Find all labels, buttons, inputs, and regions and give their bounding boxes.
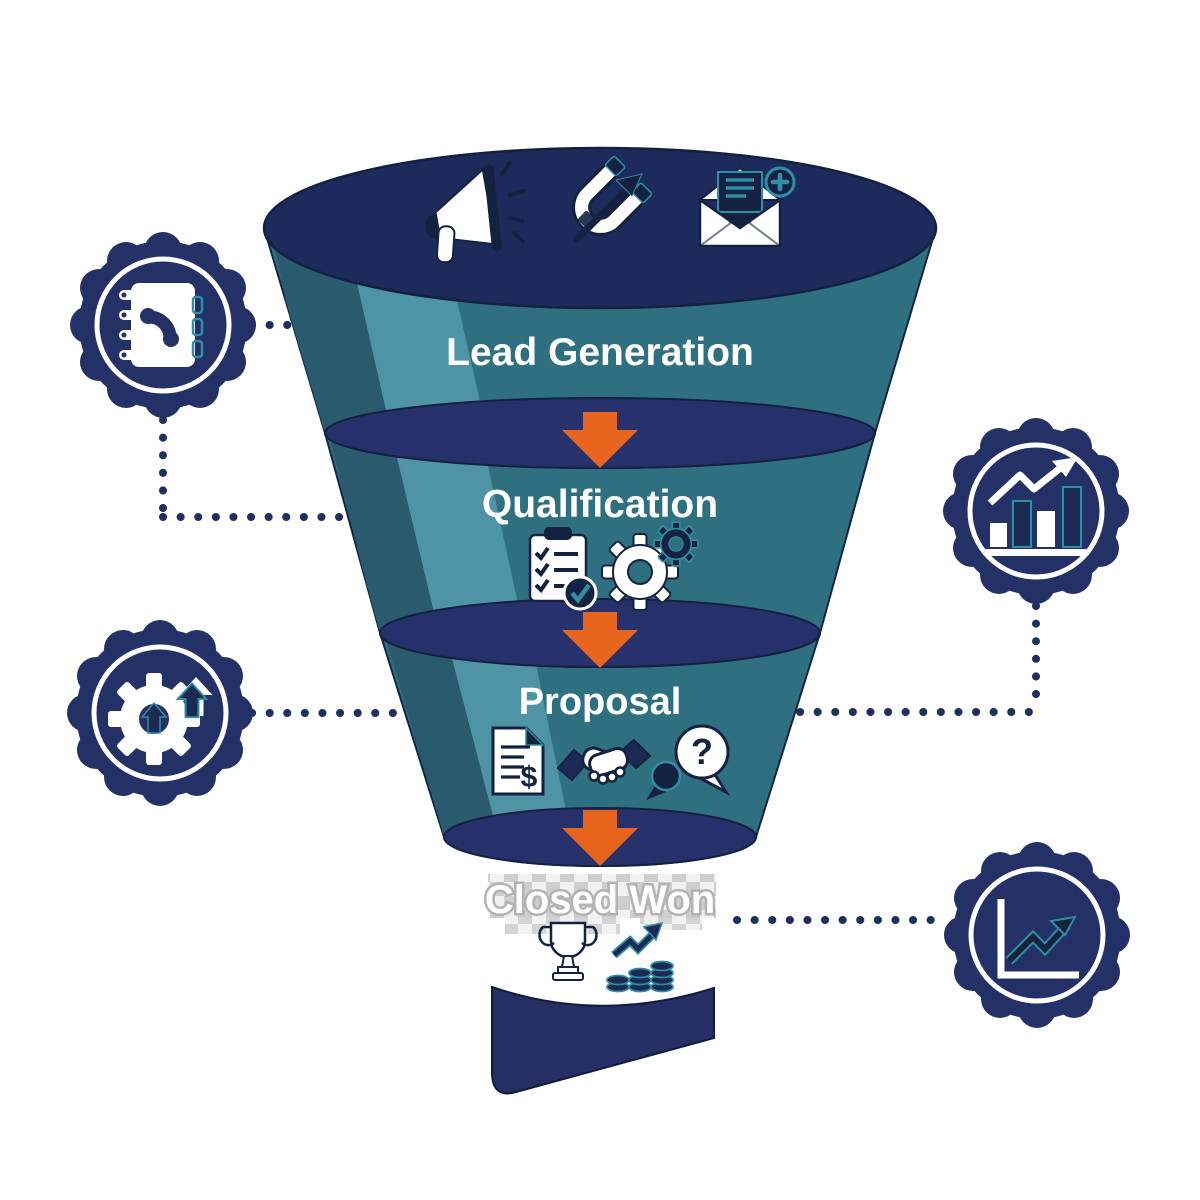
stage-label-qualification: Qualification	[482, 483, 718, 526]
invoice-icon: $	[491, 726, 545, 796]
contact-book-icon	[119, 283, 204, 367]
stage-label-proposal: Proposal	[519, 681, 682, 723]
down-arrow-icon	[562, 810, 638, 866]
badge-ring	[968, 866, 1106, 1004]
handshake-icon	[556, 738, 652, 785]
badge-ring	[91, 644, 229, 782]
megaphone-icon	[424, 160, 528, 264]
trophy-icon	[538, 921, 598, 981]
dollar-glyph: $	[521, 761, 538, 794]
coins-growth-icon	[606, 921, 674, 993]
badge-line-chart	[944, 842, 1130, 1028]
stage-label-closed-won: Closed Won	[485, 878, 715, 922]
question-bubble-icon: ?	[646, 724, 731, 800]
email-add-icon	[697, 166, 796, 248]
gear-up-arrows-icon	[108, 673, 213, 765]
down-arrow-icon	[562, 412, 638, 468]
down-arrow-icon	[562, 612, 638, 668]
bar-chart-growth-icon	[984, 457, 1088, 556]
stage-1-icons	[424, 155, 796, 264]
badge-bar-chart	[943, 418, 1129, 604]
connectors	[159, 321, 1040, 924]
funnel-band-2-sheen	[325, 433, 528, 650]
flow-arrows	[562, 412, 638, 866]
line-chart-growth-icon	[997, 899, 1079, 979]
funnel-spout	[491, 985, 715, 1095]
checker-halo	[488, 874, 716, 918]
badge-ring	[94, 256, 232, 394]
checklist-icon	[528, 527, 598, 611]
stage-2-icons	[528, 521, 699, 611]
closed-won-block: Closed Won	[482, 874, 718, 993]
stage-3-icons: $ ?	[491, 724, 731, 800]
badge-ring	[967, 442, 1105, 580]
question-glyph: ?	[691, 731, 713, 772]
lead-magnet-icon	[572, 155, 653, 244]
badge-gear-arrows	[67, 620, 253, 806]
badge-scallop	[70, 232, 256, 418]
small-gear-icon	[653, 521, 699, 567]
stage-label-lead-generation: Lead Generation	[446, 331, 754, 374]
badge-contact-book	[70, 232, 256, 418]
